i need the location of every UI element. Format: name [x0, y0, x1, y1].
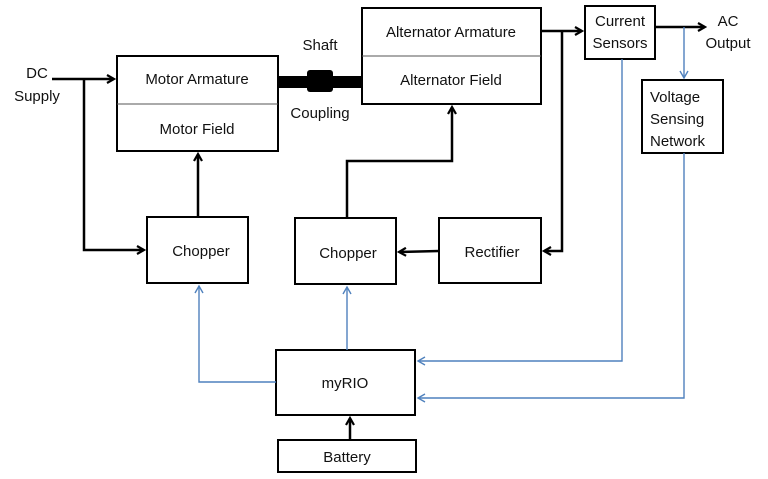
voltage-sensing-line3: Network — [650, 133, 706, 150]
rectifier-label: Rectifier — [464, 244, 519, 261]
dc-supply-line1: DC — [26, 65, 48, 82]
battery-label: Battery — [323, 449, 371, 466]
motor-armature-label: Motor Armature — [145, 71, 248, 88]
alternator-block: Alternator Armature Alternator Field — [361, 7, 542, 105]
ac-output-line1: AC — [718, 13, 739, 30]
current-sensors-to-myrio-signal — [416, 59, 623, 366]
motor-field-label: Motor Field — [159, 121, 234, 138]
rectifier-to-chopper-arrow — [399, 251, 440, 252]
alternator-chopper-block: Chopper — [294, 217, 397, 285]
coupling-label: Coupling — [290, 105, 349, 122]
myrio-label: myRIO — [322, 375, 369, 392]
motor-chopper-block: Chopper — [146, 216, 249, 284]
current-sensors-block: Current Sensors — [584, 5, 656, 60]
voltage-sensing-block: Voltage Sensing Network — [641, 79, 724, 154]
motor-chopper-label: Chopper — [172, 243, 230, 260]
dc-supply-to-chopper-arrow — [82, 79, 144, 250]
voltage-sensing-to-myrio-signal — [416, 153, 685, 403]
coupling — [307, 70, 333, 92]
shaft-label: Shaft — [302, 37, 338, 54]
battery-block: Battery — [277, 439, 417, 473]
alternator-field-label: Alternator Field — [400, 72, 502, 89]
rectifier-block: Rectifier — [438, 217, 542, 284]
current-sensors-line1: Current — [595, 13, 646, 30]
alternator-armature-label: Alternator Armature — [386, 24, 516, 41]
voltage-sensing-line1: Voltage — [650, 89, 700, 106]
voltage-sensing-line2: Sensing — [650, 111, 704, 128]
motor-block: Motor Armature Motor Field — [116, 55, 279, 152]
current-sensors-line2: Sensors — [592, 35, 647, 52]
alternator-chopper-label: Chopper — [319, 245, 377, 262]
chopper-to-alternator-field-arrow — [345, 107, 452, 218]
dc-supply-line2: Supply — [14, 88, 60, 105]
myrio-block: myRIO — [275, 349, 416, 416]
alternator-to-rectifier-arrow — [544, 31, 564, 251]
ac-output-line2: Output — [705, 35, 751, 52]
myrio-to-motor-chopper-signal — [194, 284, 276, 383]
